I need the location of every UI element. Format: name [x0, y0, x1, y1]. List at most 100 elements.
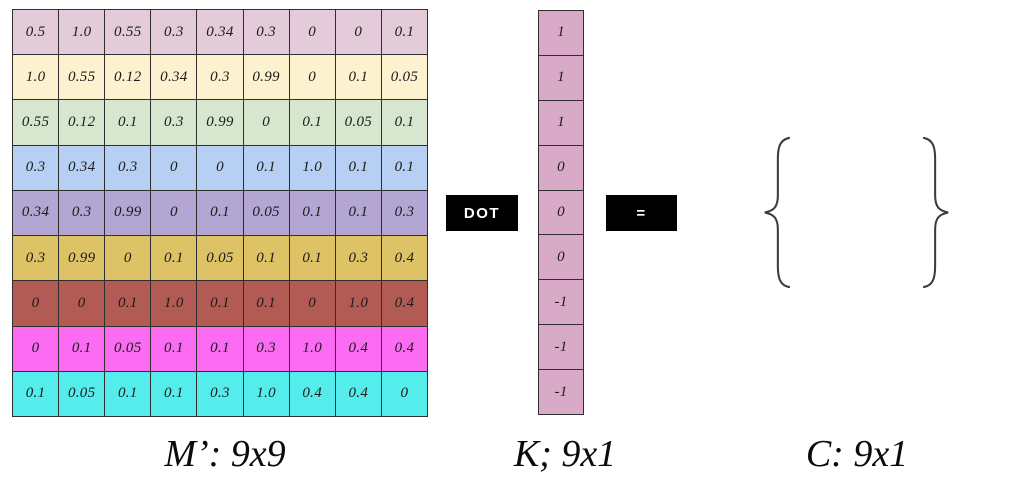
matrix-cell: 1.0	[242, 370, 290, 418]
matrix-cell: 0.1	[11, 370, 60, 418]
vector-row: 1	[538, 54, 584, 101]
matrix-cell: 1.0	[288, 144, 336, 191]
matrix-cell: 0.12	[104, 54, 152, 101]
matrix-cell: 0.34	[150, 54, 198, 101]
matrix-cell: 0.05	[58, 370, 106, 418]
matrix-cell: 0	[196, 144, 244, 191]
matrix-cell: 0.34	[196, 8, 244, 56]
matrix-cell: 0.1	[380, 99, 429, 146]
matrix-cell: 0.1	[104, 280, 152, 327]
matrix-cell: 0.55	[11, 99, 60, 146]
matrix-cell: 0.4	[380, 325, 429, 372]
right-brace-icon	[923, 136, 949, 289]
matrix-cell: 0.34	[58, 144, 106, 191]
matrix-cell: 0.34	[11, 189, 60, 237]
matrix-cell: 0.4	[334, 325, 382, 372]
vector-row: 0	[538, 144, 584, 191]
vector-cell: 1	[538, 54, 584, 101]
matrix-cell: 0.55	[58, 54, 106, 101]
vector-row: 0	[538, 189, 584, 236]
matrix-cell: 0.1	[288, 189, 336, 237]
result-c-label: C: 9x1	[805, 433, 909, 475]
matrix-cell: 0	[288, 8, 336, 56]
matrix-cell: 0.1	[104, 370, 152, 418]
matrix-cell: 0.3	[104, 144, 152, 191]
matrix-cell: 0	[150, 189, 198, 237]
matrix-cell: 0.1	[242, 235, 290, 282]
vector-cell: -1	[538, 369, 584, 415]
matrix-cell: 0.99	[58, 235, 106, 282]
vector-k-label: K; 9x1	[513, 433, 617, 475]
matrix-cell: 0.1	[334, 54, 382, 101]
vector-row: -1	[538, 324, 584, 370]
matrix-cell: 0.5	[11, 8, 60, 56]
matrix-cell: 0.4	[288, 370, 336, 418]
matrix-cell: 0	[150, 144, 198, 191]
matrix-cell: 0.1	[242, 144, 290, 191]
matrix-cell: 0.1	[58, 325, 106, 372]
matrix-cell: 0.3	[242, 325, 290, 372]
matrix-cell: 0	[380, 370, 429, 418]
matrix-cell: 0	[334, 8, 382, 56]
matrix-cell: 1.0	[11, 54, 60, 101]
vector-row: 1	[538, 99, 584, 146]
dot-operator: DOT	[446, 195, 518, 231]
vector-row: -1	[538, 369, 584, 415]
matrix-cell: 0.05	[196, 235, 244, 282]
vector-row: -1	[538, 279, 584, 326]
matrix-cell: 0.3	[334, 235, 382, 282]
matrix-cell: 0.05	[104, 325, 152, 372]
vector-cell: 0	[538, 144, 584, 191]
matrix-cell: 0.3	[11, 235, 60, 282]
vector-row: 1	[538, 10, 584, 56]
matrix-cell: 0.05	[380, 54, 429, 101]
matrix-cell: 0.1	[242, 280, 290, 327]
matrix-cell: 0.3	[380, 189, 429, 237]
matrix-cell: 0	[288, 54, 336, 101]
vector-cell: 1	[538, 10, 584, 56]
matrix-cell: 0.3	[150, 8, 198, 56]
matrix-cell: 0.12	[58, 99, 106, 146]
vector-row: 0	[538, 234, 584, 281]
matrix-cell: 0.4	[334, 370, 382, 418]
matrix-cell: 0.1	[380, 144, 429, 191]
matrix-cell: 1.0	[58, 8, 106, 56]
matrix-cell: 0.1	[104, 99, 152, 146]
matrix-cell: 0.3	[58, 189, 106, 237]
matrix-cell: 0	[288, 280, 336, 327]
matrix-cell: 0.3	[11, 144, 60, 191]
vector-cell: 0	[538, 189, 584, 236]
matrix-cell: 0	[242, 99, 290, 146]
matrix-m-label: M’: 9x9	[164, 433, 286, 475]
matrix-cell: 0.1	[196, 325, 244, 372]
matrix-cell: 0	[11, 325, 60, 372]
matrix-cell: 0.1	[334, 189, 382, 237]
matrix-cell: 0.99	[196, 99, 244, 146]
matrix-cell: 0.99	[242, 54, 290, 101]
matrix-cell: 0.3	[196, 370, 244, 418]
matrix-cell: 0.99	[104, 189, 152, 237]
matrix-cell: 0.1	[196, 280, 244, 327]
matrix-cell: 0.1	[150, 235, 198, 282]
matrix-cell: 0	[104, 235, 152, 282]
matrix-cell: 0.3	[150, 99, 198, 146]
matrix-cell: 0.1	[288, 99, 336, 146]
matrix-cell: 0.4	[380, 235, 429, 282]
matrix-cell: 0.4	[380, 280, 429, 327]
vector-cell: -1	[538, 279, 584, 326]
matrix-cell: 0.1	[150, 325, 198, 372]
matrix-cell: 0	[11, 280, 60, 327]
equals-operator: =	[606, 195, 677, 231]
